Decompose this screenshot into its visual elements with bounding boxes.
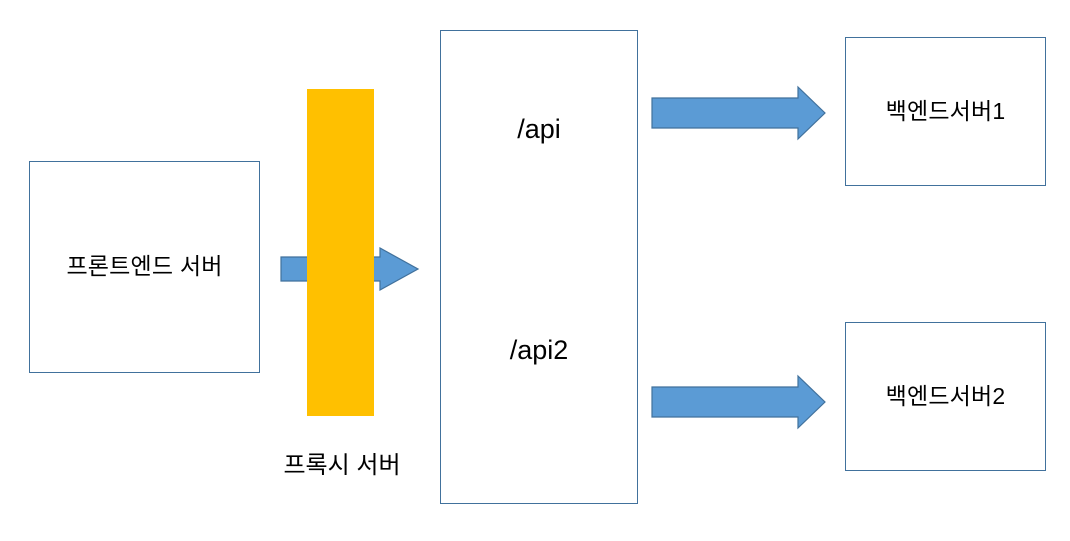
- arrow-gateway-to-backend1-shape: [651, 85, 826, 141]
- node-backend-server-1[interactable]: 백엔드서버1: [845, 37, 1046, 186]
- node-api-gateway[interactable]: [440, 30, 638, 504]
- route-api-label: /api: [517, 114, 561, 144]
- proxy-server-bar[interactable]: [307, 89, 374, 416]
- node-frontend-server[interactable]: 프론트엔드 서버: [29, 161, 260, 373]
- arrow-gateway-to-backend1[interactable]: [651, 85, 831, 143]
- proxy-server-label: 프록시 서버: [283, 452, 401, 479]
- node-backend-server-1-label: 백엔드서버1: [885, 97, 1006, 124]
- arrow-gateway-to-backend2-shape: [651, 374, 826, 430]
- arrow-gateway-to-backend2[interactable]: [651, 374, 831, 432]
- node-backend-server-2-label: 백엔드서버2: [885, 382, 1006, 409]
- route-api2-label: /api2: [509, 335, 569, 365]
- node-backend-server-2[interactable]: 백엔드서버2: [845, 322, 1046, 471]
- node-frontend-server-label: 프론트엔드 서버: [66, 253, 223, 280]
